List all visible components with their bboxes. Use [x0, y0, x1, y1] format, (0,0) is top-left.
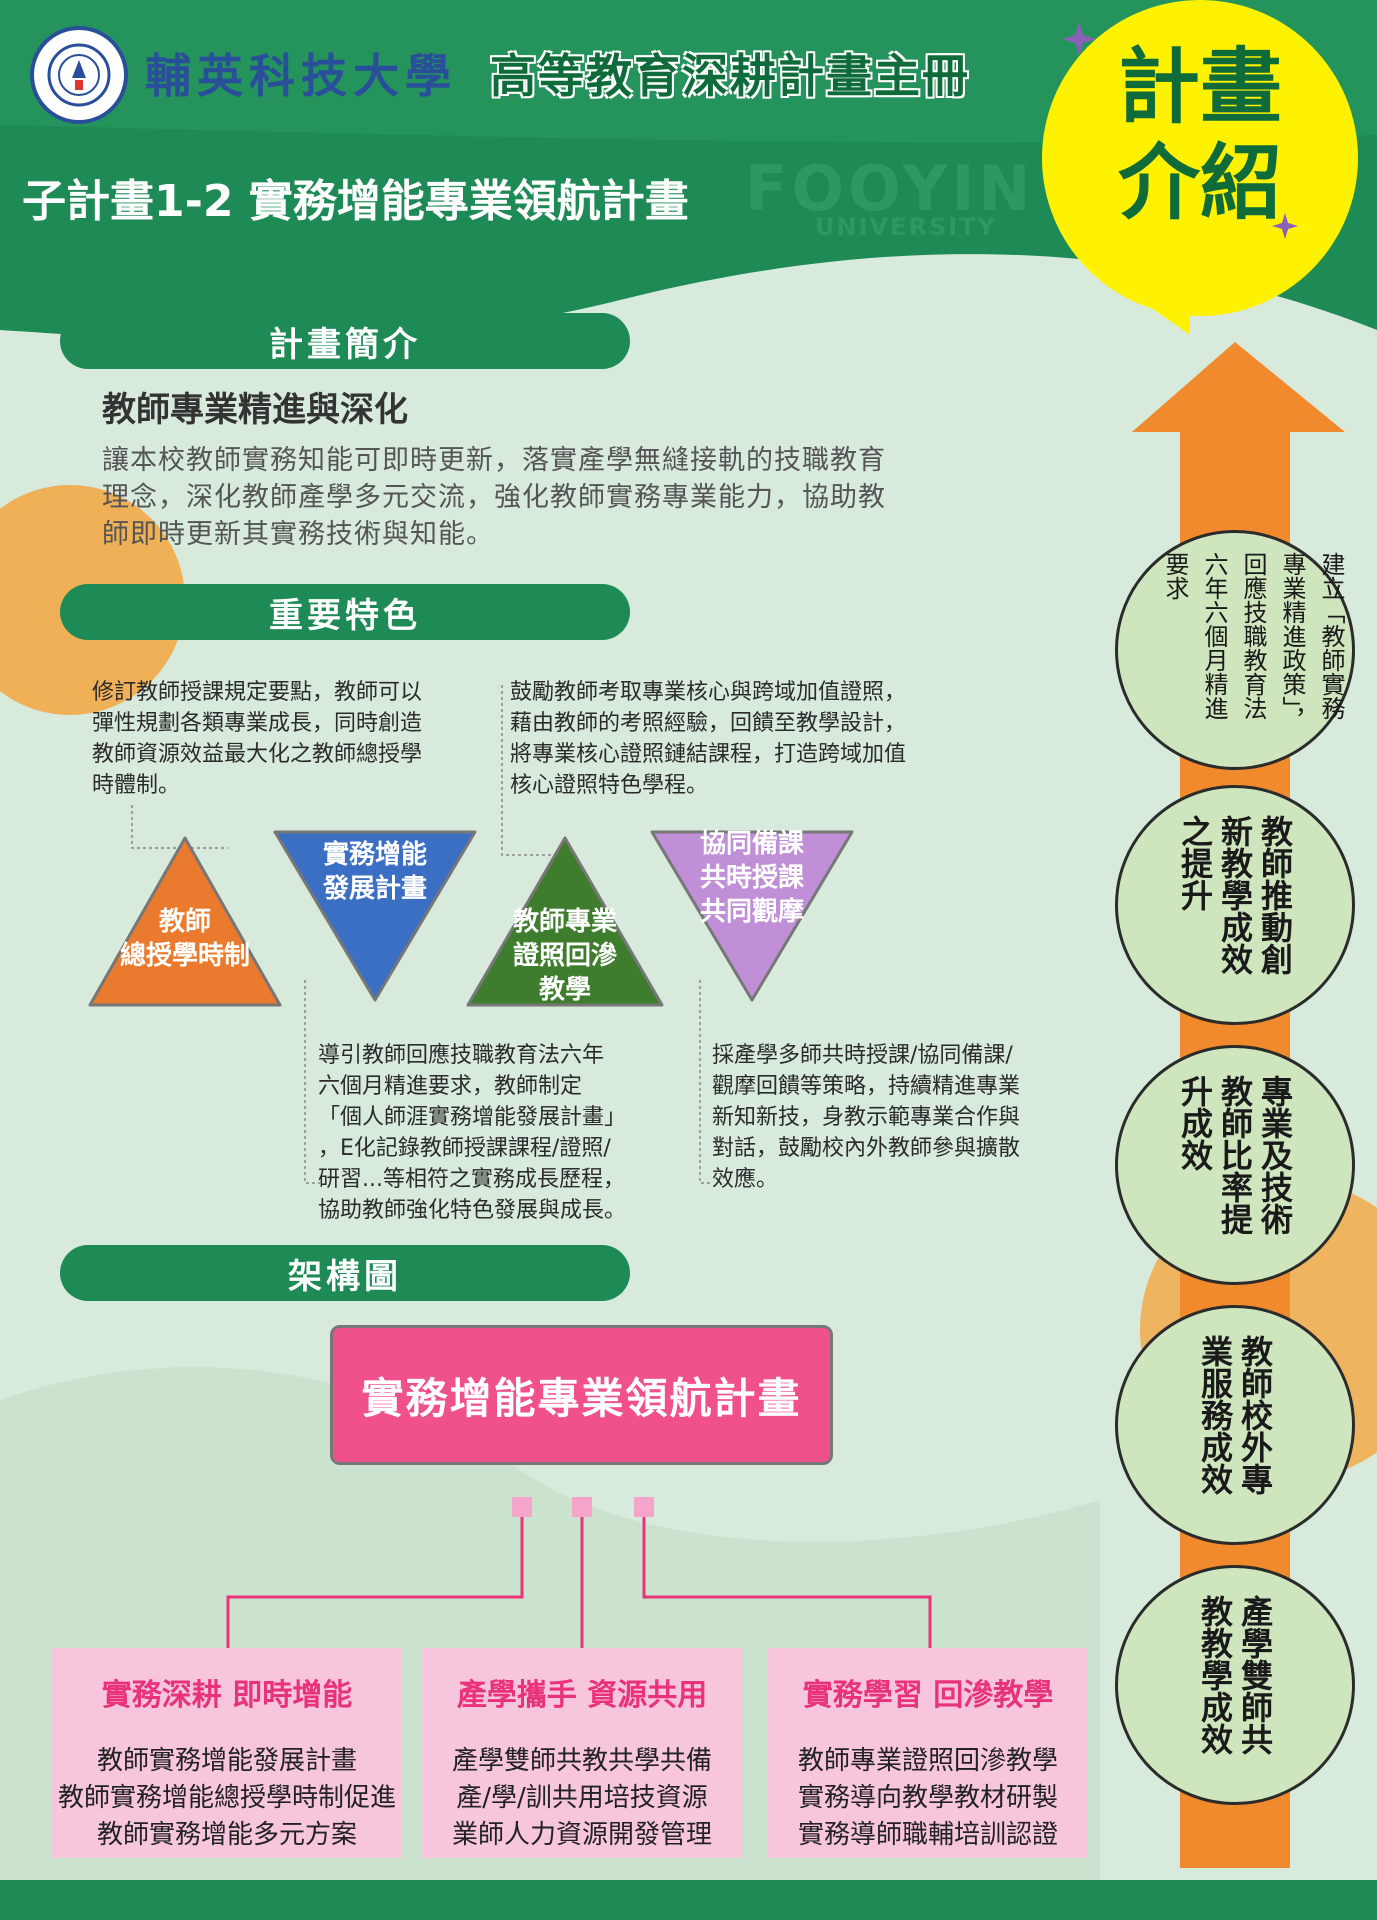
goal-circle-4: 產學雙師共教教學成效: [1115, 1565, 1355, 1805]
goal-circle-1: 教師推動創新教學成效之提升: [1115, 785, 1355, 1025]
structure-box-items: 產學雙師共教共學共備 產/學/訓共用培技資源 業師人力資源開發管理: [451, 1746, 712, 1850]
goal-text-4: 產學雙師共教教學成效: [1196, 1595, 1274, 1755]
triangle-label-1: 教師 總授學時制: [119, 907, 250, 971]
triangle-label-4: 協同備課 共時授課 共同觀摩: [699, 829, 804, 927]
structure-box-3: 實務學習 回滲教學 教師專業證照回滲教學 實務導向教學教材研製 實務導師職輔培訓…: [768, 1648, 1088, 1858]
feature-triangles: [88, 830, 854, 1007]
feature-desc-4: 採產學多師共時授課/協同備課/ 觀摩回饋等策略，持續精進專業 新知新技，身教示範…: [712, 1043, 1021, 1192]
goal-circle-policy: [1115, 530, 1355, 770]
structure-root-box: 實務增能專業領航計畫: [330, 1325, 833, 1465]
section-heading-structure: 架構圖: [60, 1245, 630, 1301]
sparkle-icon: [1272, 213, 1298, 239]
badge-bubble: [1042, 0, 1358, 335]
feature-desc-3: 導引教師回應技職教育法六年 六個月精進要求，教師制定 「個人師涯實務增能發展計畫…: [318, 1043, 627, 1223]
feature-desc-2: 鼓勵教師考取專業核心與跨域加值證照， 藉由教師的考照經驗，回饋至教學設計， 將專…: [510, 680, 907, 798]
goal-text-3: 教師校外專業服務成效: [1196, 1335, 1274, 1495]
goal-policy-text: 建立「教師實務專業精進政策」，回應技職教育法六年六個月精進要求: [1161, 552, 1345, 732]
badge-text: 計畫 介紹: [1117, 40, 1282, 231]
section-heading-features: 重要特色: [60, 584, 630, 640]
goal-text-2: 專業及技術教師比率提升成效: [1176, 1075, 1294, 1235]
triangle-label-2: 實務增能 發展計畫: [322, 840, 427, 904]
book-title: 高等教育深耕計畫主冊: [490, 49, 970, 103]
structure-box-title: 實務深耕 即時增能: [101, 1678, 353, 1713]
triangle-label-3: 教師專業 證照回滲 教學: [512, 907, 617, 1005]
university-logo: [30, 26, 128, 124]
university-name: 輔英科技大學: [145, 49, 457, 103]
triangle-total-teaching-hours: [88, 836, 282, 1007]
watermark-fooyin: FOOYIN: [745, 152, 1035, 225]
structure-box-items: 教師實務增能發展計畫 教師實務增能總授學時制促進 教師實務增能多元方案: [57, 1746, 396, 1850]
subplan-title: 子計畫1-2 實務增能專業領航計畫: [22, 176, 689, 227]
watermark-university: UNIVERSITY: [815, 213, 997, 241]
feature-desc-1: 修訂教師授課規定要點，教師可以 彈性規劃各類專業成長，同時創造 教師資源效益最大…: [92, 680, 423, 798]
triangle-development-plan: [273, 830, 477, 1002]
structure-box-items: 教師專業證照回滲教學 實務導向教學教材研製 實務導師職輔培訓認證: [797, 1746, 1058, 1850]
sparkle-icon: [1062, 22, 1096, 56]
structure-box-2: 產學攜手 資源共用 產學雙師共教共學共備 產/學/訓共用培技資源 業師人力資源開…: [422, 1648, 742, 1858]
intro-subtitle: 教師專業精進與深化: [102, 390, 408, 430]
goal-circle-2: 專業及技術教師比率提升成效: [1115, 1045, 1355, 1285]
triangle-certification: [466, 836, 664, 1007]
goal-text-1: 教師推動創新教學成效之提升: [1176, 815, 1294, 975]
structure-box-title: 實務學習 回滲教學: [802, 1678, 1054, 1713]
intro-text: 讓本校教師實務知能可即時更新，落實產學無縫接軌的技職教育 理念，深化教師產學多元…: [102, 445, 886, 550]
goal-circle-3: 教師校外專業服務成效: [1115, 1305, 1355, 1545]
university-seal-icon: [47, 43, 111, 107]
structure-box-title: 產學攜手 資源共用: [456, 1678, 708, 1713]
structure-box-1: 實務深耕 即時增能 教師實務增能發展計畫 教師實務增能總授學時制促進 教師實務增…: [52, 1648, 402, 1858]
section-heading-intro: 計畫簡介: [60, 313, 630, 369]
triangle-co-teaching: [650, 830, 854, 1002]
